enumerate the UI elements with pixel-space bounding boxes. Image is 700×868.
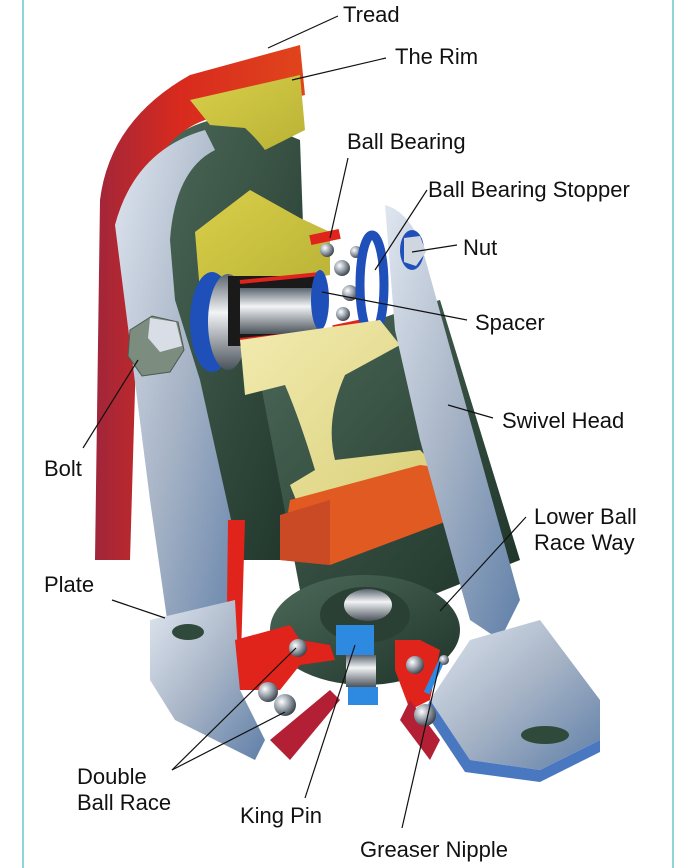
frame-border-right	[672, 0, 674, 868]
label-double-ball-race-line1: Double	[77, 764, 147, 789]
swivel-cut-sections	[235, 625, 440, 760]
label-ball-bearing: Ball Bearing	[347, 129, 466, 154]
label-lower-ball-race-way-line1: Lower Ball	[534, 504, 637, 529]
leader-lower-ball-race-way	[439, 516, 527, 612]
frame-border-left	[22, 0, 24, 868]
double-ball-race-balls	[258, 639, 436, 726]
leader-king-pin	[304, 644, 356, 799]
rim	[190, 75, 330, 292]
leader-tread	[267, 15, 339, 49]
label-ball-bearing-stopper: Ball Bearing Stopper	[428, 177, 630, 202]
label-tread: Tread	[343, 2, 400, 27]
label-nut: Nut	[463, 235, 497, 260]
king-pin	[336, 625, 378, 705]
label-king-pin: King Pin	[240, 803, 322, 828]
leader-swivel-head	[447, 404, 494, 419]
greaser-nipple	[423, 655, 449, 695]
leader-ball-bearing	[329, 157, 349, 239]
leader-greaser-nipple	[401, 661, 441, 829]
label-plate: Plate	[44, 572, 94, 597]
leader-lines	[82, 15, 527, 829]
label-lower-ball-race-way-line2: Race Way	[534, 530, 635, 555]
label-spacer: Spacer	[475, 310, 545, 335]
leader-plate	[111, 599, 166, 619]
leader-spacer	[321, 291, 468, 321]
leader-double-ball-race-b	[171, 711, 286, 771]
label-rim: The Rim	[395, 44, 478, 69]
wheel-core	[240, 320, 460, 565]
labels: Tread The Rim Ball Bearing Ball Bearing …	[44, 2, 637, 862]
leader-bearing-stopper	[374, 189, 428, 271]
label-greaser-nipple: Greaser Nipple	[360, 837, 508, 862]
leader-bolt	[82, 359, 139, 449]
label-bolt: Bolt	[44, 456, 82, 481]
leader-rim	[291, 57, 387, 81]
leader-double-ball-race-a	[171, 647, 297, 771]
label-swivel-head: Swivel Head	[502, 408, 624, 433]
bolt	[127, 315, 185, 377]
label-double-ball-race-line2: Ball Race	[77, 790, 171, 815]
leader-nut	[411, 244, 458, 253]
